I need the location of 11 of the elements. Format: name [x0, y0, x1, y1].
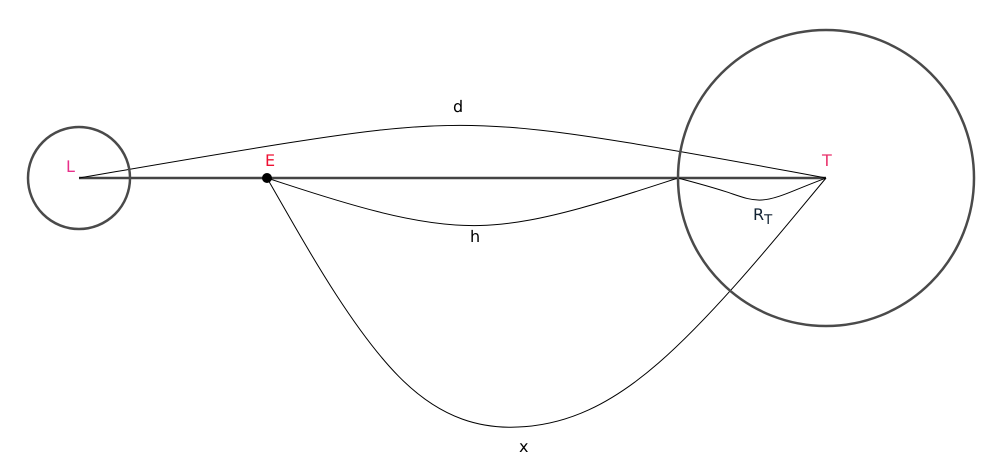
dimension-label: h	[470, 228, 480, 246]
dimension-label: x	[519, 438, 528, 456]
circle	[676, 28, 976, 328]
point-label: L	[66, 158, 75, 176]
point-label: E	[265, 152, 276, 170]
point	[262, 173, 272, 183]
circle	[26, 125, 132, 231]
dimension-label: d	[453, 98, 464, 116]
dimension-label: R$_{T}$	[753, 206, 772, 230]
point-label: T	[822, 152, 832, 170]
line	[79, 176, 826, 180]
